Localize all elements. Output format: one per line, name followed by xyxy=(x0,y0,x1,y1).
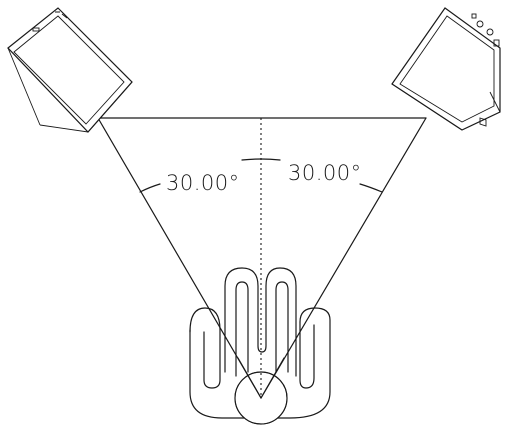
left-speaker-icon xyxy=(7,7,133,133)
triangle-apex-left xyxy=(237,357,262,399)
angle-arc xyxy=(139,158,383,193)
listener-icon xyxy=(189,267,331,425)
listener-head xyxy=(234,371,288,425)
right-speaker-icon xyxy=(391,7,501,131)
listening-triangle xyxy=(97,117,427,399)
angle-right-label: 30.00° xyxy=(288,161,362,185)
triangle-apex-right xyxy=(260,357,285,399)
angle-left-label: 30.00° xyxy=(166,171,240,195)
